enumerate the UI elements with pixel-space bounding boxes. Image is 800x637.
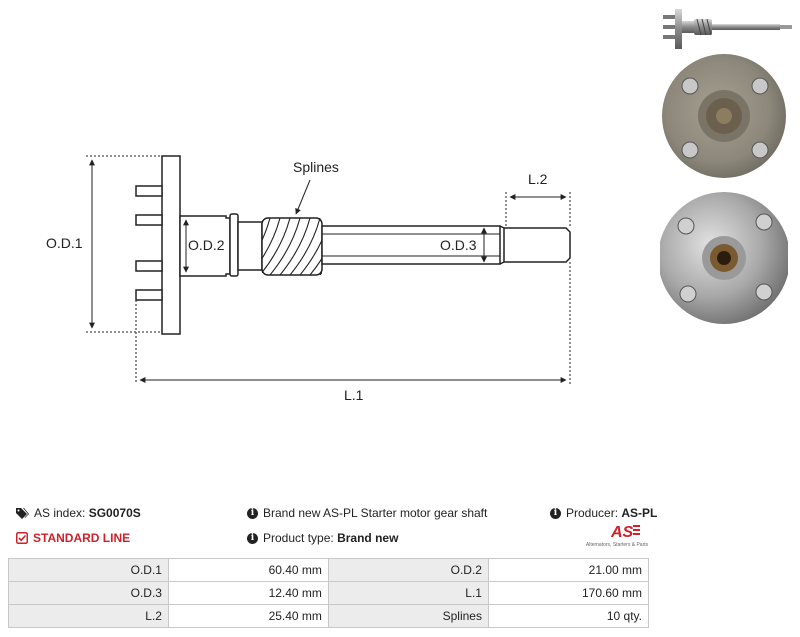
product-type-label: Product type: <box>263 531 334 545</box>
od2-label: O.D.2 <box>188 237 225 253</box>
specs-table: O.D.1 60.40 mm O.D.2 21.00 mm O.D.3 12.4… <box>8 558 650 628</box>
standard-line-label: STANDARD LINE <box>33 531 131 545</box>
shaft-end <box>503 227 571 263</box>
spec-label: L.2 <box>8 604 169 628</box>
spec-value: 12.40 mm <box>167 581 329 605</box>
as-index-value: SG0070S <box>88 506 141 520</box>
product-type-value: Brand new <box>337 531 399 545</box>
od1-label: O.D.1 <box>46 235 83 251</box>
table-row: O.D.1 60.40 mm O.D.2 21.00 mm <box>8 558 650 582</box>
info-icon: i <box>550 507 561 519</box>
pin <box>135 214 163 226</box>
spec-value: 60.40 mm <box>167 558 329 582</box>
product-photo-front <box>662 54 786 178</box>
spec-label: L.1 <box>327 581 489 605</box>
table-row: L.2 25.40 mm Splines 10 qty. <box>8 604 650 628</box>
as-index-label: AS index: <box>34 506 86 520</box>
product-type: i Product type: Brand new <box>247 531 398 545</box>
long-shaft <box>321 225 501 265</box>
flange <box>161 155 181 335</box>
description-text: Brand new AS-PL Starter motor gear shaft <box>263 506 488 520</box>
standard-line: STANDARD LINE <box>16 531 130 545</box>
splines-leader <box>295 179 311 215</box>
l1-label: L.1 <box>344 387 364 403</box>
logo-tagline: Alternators, Starters & Parts <box>585 542 649 548</box>
l2-label: L.2 <box>528 171 548 187</box>
info-icon: i <box>247 532 258 544</box>
product-photo-side <box>663 9 792 49</box>
shaft-ring <box>229 213 239 277</box>
spec-label: O.D.1 <box>8 558 169 582</box>
splines-label: Splines <box>293 159 339 175</box>
spec-value: 10 qty. <box>487 604 650 628</box>
producer-value: AS-PL <box>621 506 658 520</box>
pin <box>135 260 163 272</box>
product-photo-back <box>660 192 788 324</box>
producer: i Producer: AS-PL <box>550 506 657 520</box>
spec-value: 21.00 mm <box>487 558 650 582</box>
check-square-icon <box>16 532 28 544</box>
od3-label: O.D.3 <box>440 237 477 253</box>
spline-teeth <box>262 218 322 275</box>
spline-section <box>261 217 323 276</box>
product-description: i Brand new AS-PL Starter motor gear sha… <box>247 506 487 520</box>
info-icon: i <box>247 507 258 519</box>
spec-value: 25.40 mm <box>167 604 329 628</box>
tags-icon <box>16 507 29 519</box>
spec-label: O.D.2 <box>327 558 489 582</box>
spec-value: 170.60 mm <box>487 581 650 605</box>
pin <box>135 289 163 301</box>
shaft-neck <box>237 221 263 271</box>
spec-label: O.D.3 <box>8 581 169 605</box>
as-pl-logo: AS Alternators, Starters & Parts <box>584 522 650 552</box>
svg-text:AS: AS <box>611 524 634 540</box>
as-index: AS index: SG0070S <box>16 506 141 520</box>
spec-label: Splines <box>327 604 489 628</box>
table-row: O.D.3 12.40 mm L.1 170.60 mm <box>8 581 650 605</box>
pin <box>135 185 163 197</box>
producer-label: Producer: <box>566 506 619 520</box>
technical-drawing: O.D.1 O.D.2 O.D.3 L.1 L.2 Splines <box>46 155 571 403</box>
as-logo-mark: AS <box>611 524 640 540</box>
